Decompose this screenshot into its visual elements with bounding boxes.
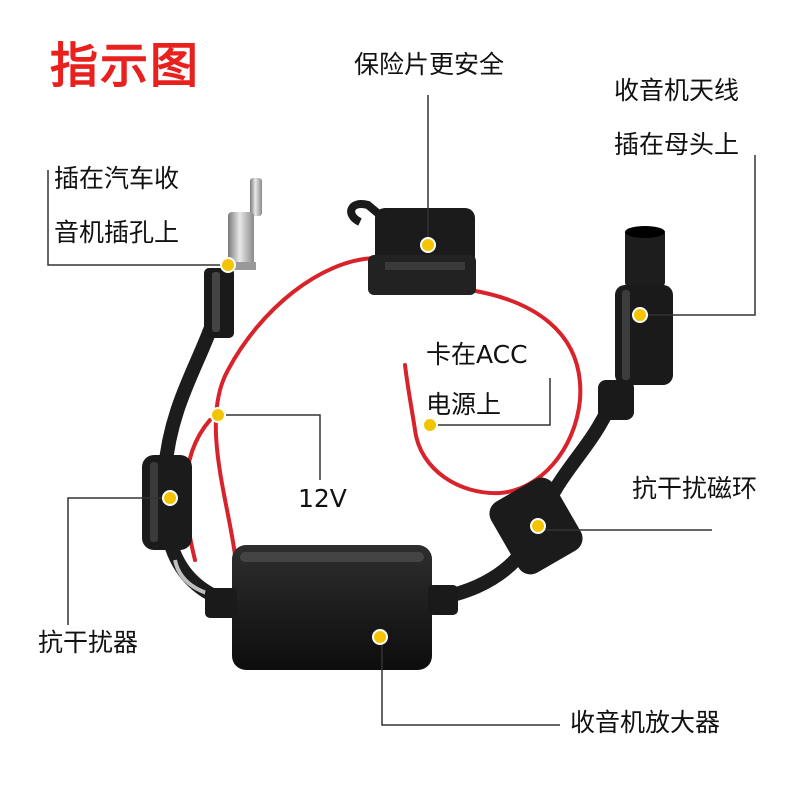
marker-dot-icon <box>632 307 648 323</box>
leader-lines <box>47 95 756 726</box>
label-ferrite-right: 抗干扰磁环 <box>632 474 758 503</box>
marker-dot-icon <box>220 257 236 273</box>
label-fuse: 保险片更安全 <box>354 50 505 79</box>
label-voltage: 12V <box>298 484 347 513</box>
antenna-socket <box>598 226 673 420</box>
amplifier-box <box>205 545 458 670</box>
label-acc-line1: 卡在ACC <box>426 340 528 369</box>
label-amplifier: 收音机放大器 <box>570 708 721 737</box>
marker-dot-icon <box>210 407 226 423</box>
label-radio-antenna-line1: 收音机天线 <box>614 76 740 105</box>
marker-dot-icon <box>422 417 438 433</box>
marker-dot-icon <box>530 518 546 534</box>
page-title: 指示图 <box>50 38 201 94</box>
label-plug-line1: 插在汽车收 <box>54 164 180 193</box>
marker-dot-icon <box>420 237 436 253</box>
label-acc-line2: 电源上 <box>426 390 502 419</box>
label-radio-antenna-line2: 插在母头上 <box>614 130 740 159</box>
marker-dots <box>162 237 648 645</box>
label-plug-line2: 音机插孔上 <box>54 218 180 247</box>
fuse-holder <box>347 200 476 295</box>
marker-dot-icon <box>162 490 178 506</box>
marker-dot-icon <box>372 629 388 645</box>
label-ferrite-left: 抗干扰器 <box>38 628 139 657</box>
antenna-plug <box>204 178 262 338</box>
